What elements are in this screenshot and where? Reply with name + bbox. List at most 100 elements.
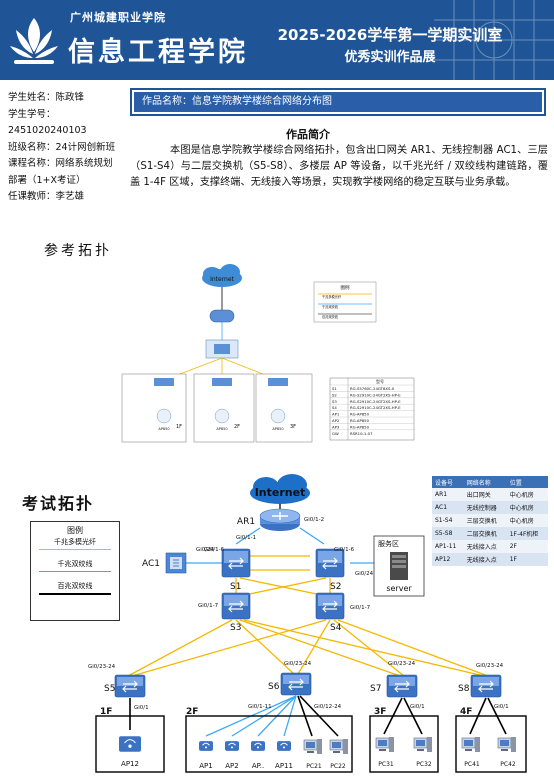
link-s4-s6 (297, 619, 331, 675)
legend-line-fast (39, 593, 111, 595)
cell: 无线控制器 (463, 501, 507, 514)
student-id: 2451020240103 (8, 125, 87, 136)
port-s6-down-pc: Gi0/12-24 (314, 704, 342, 710)
s3-label: S3 (230, 623, 241, 633)
s6-label: S6 (268, 682, 280, 692)
header-device-id: 设备号 (432, 476, 464, 488)
exhibition-title-line2: 优秀实训作品展 (344, 50, 436, 65)
ref-ap-2-icon (214, 408, 230, 424)
floor-4f-box (455, 715, 527, 773)
header-banner: 广州城建职业学院 信息工程学院 2025-2026学年第一学期实训室 优秀实训作… (0, 0, 554, 80)
port-s1-up: Gi0/1-6 (204, 547, 225, 553)
legend-line-fiber (39, 549, 111, 550)
course-row: 课程名称：网络系统规划 (8, 156, 132, 173)
legend-label-fiber: 千兆多模光纤 (54, 538, 96, 546)
course-cont: 部署（1+X考证） (8, 174, 86, 186)
server-label: server (386, 584, 412, 593)
work-title-bar: 作品名称：信息学院教学楼综合网络分布图 (130, 88, 546, 116)
ref-floor-3-label: 3F (290, 424, 296, 430)
ar1-label: AR1 (237, 517, 255, 527)
header-location: 位置 (506, 476, 548, 488)
floor-3f-label: 3F (374, 707, 386, 717)
ref-table-device: AP2 (332, 418, 340, 423)
course-name: 网络系统规划 (55, 158, 113, 169)
teacher-row: 任课教师：李艺雄 (8, 189, 132, 206)
device-table-header: 设备号 网络名称 位置 (432, 476, 548, 488)
ref-cloud-icon (202, 264, 242, 287)
ap11-icon (277, 741, 291, 751)
ref-ap-2-label: AP850 (216, 427, 227, 431)
ref-core-switch-face (214, 344, 230, 354)
ref-table-model: RG-AP850 (350, 412, 370, 417)
exam-topology-diagram: Internet AR1 Gi0/1-1 Gi0/1-2 AC1 Gi0/24 … (88, 474, 527, 773)
ref-table-device: S1 (332, 386, 337, 391)
class-row: 班级名称：24计网创新班 (8, 140, 132, 157)
ref-legend-item-3: 百兆双绞线 (322, 314, 339, 319)
ref-table-device: AP3 (332, 424, 340, 429)
ref-gateway-icon (209, 309, 235, 323)
pc42-label: PC42 (500, 761, 516, 768)
ap12-label: AP12 (121, 760, 139, 768)
cell: AR1 (432, 488, 464, 501)
port-s6-down-ap: Gi0/1-11 (248, 704, 272, 710)
student-info: 学生姓名：陈政锋 学生学号： 2451020240103 班级名称：24计网创新… (8, 90, 132, 206)
ref-internet-label: Internet (210, 276, 234, 283)
floor-2f-box (185, 715, 353, 773)
cell: 中心机房 (506, 488, 548, 501)
pc22-label: PC22 (330, 763, 346, 770)
floor-1f-label: 1F (100, 707, 112, 717)
internet-label: Internet (255, 486, 306, 499)
link-s2-s3 (239, 577, 327, 597)
port-s8-up: Gi0/23-24 (476, 663, 504, 669)
router-ar1-icon (259, 508, 301, 531)
reference-topology-diagram: Internet 图例 千兆多模光纤 千兆双绞线 百兆双绞线 AP850 AP8… (121, 264, 415, 443)
pc32-label: PC32 (416, 761, 432, 768)
ap-dots-label: AP.. (252, 762, 264, 770)
reference-topology-heading: 参考拓扑 (44, 243, 112, 259)
pc22-icon (329, 739, 348, 754)
wireless-controller-ac1-icon (165, 552, 187, 574)
ref-table-model: RG-S2910C-24GT2XS-HP-E (350, 399, 401, 404)
link-s3-s8 (243, 619, 485, 677)
switch-s7-icon (386, 674, 418, 698)
floor-3f-box (369, 715, 439, 773)
floor-1f-box (95, 715, 165, 773)
legend-line-gigabit (39, 571, 111, 572)
port-s6-up: Gi0/23-24 (284, 661, 312, 667)
link-s3-s5 (127, 619, 233, 677)
cell: AP12 (432, 553, 464, 566)
cell: 中心机房 (506, 514, 548, 527)
student-id-row: 学生学号： (8, 107, 132, 124)
class-name: 24计网创新班 (55, 141, 116, 153)
legend-label-gigabit: 千兆双绞线 (57, 560, 93, 568)
link-s4-s5 (131, 619, 327, 677)
cell: 出口网关 (463, 488, 507, 501)
cell: 三层交换机 (463, 514, 507, 527)
ref-table-device: S2 (332, 392, 337, 397)
ref-table-model: RG-S2910C-24GT2XS-HP-E (350, 392, 401, 397)
ref-table-model: RSR10-1-07 (350, 431, 373, 436)
ref-ap-3-icon (270, 408, 286, 424)
ref-table-model: RG-S2910C-24GT2XS-HP-E (350, 405, 401, 410)
port-s7-down: Gi0/1 (410, 704, 425, 710)
ref-access-switch-2-icon (212, 378, 232, 386)
legend-label-fast: 百兆双绞线 (57, 582, 93, 590)
ref-table-model: RG-AP850 (350, 424, 370, 429)
link-s3-s7 (239, 619, 401, 677)
pc41-label: PC41 (464, 761, 480, 768)
pc31-icon (375, 737, 394, 752)
label: 班级名称： (8, 141, 56, 153)
legend-box: 图例 千兆多模光纤 千兆双绞线 百兆双绞线 (30, 521, 120, 621)
switch-s1-icon (221, 548, 251, 578)
ap12-icon (119, 736, 141, 752)
ap1-label: AP1 (199, 762, 212, 770)
port-ar1-s1: Gi0/1-1 (236, 535, 256, 541)
exhibition-title-line1: 2025-2026学年第一学期实训室 (277, 26, 503, 44)
label: 课程名称： (8, 158, 56, 169)
intro-heading: 作品简介 (286, 128, 330, 141)
legend-row-fiber: 千兆多模光纤 (31, 536, 119, 558)
